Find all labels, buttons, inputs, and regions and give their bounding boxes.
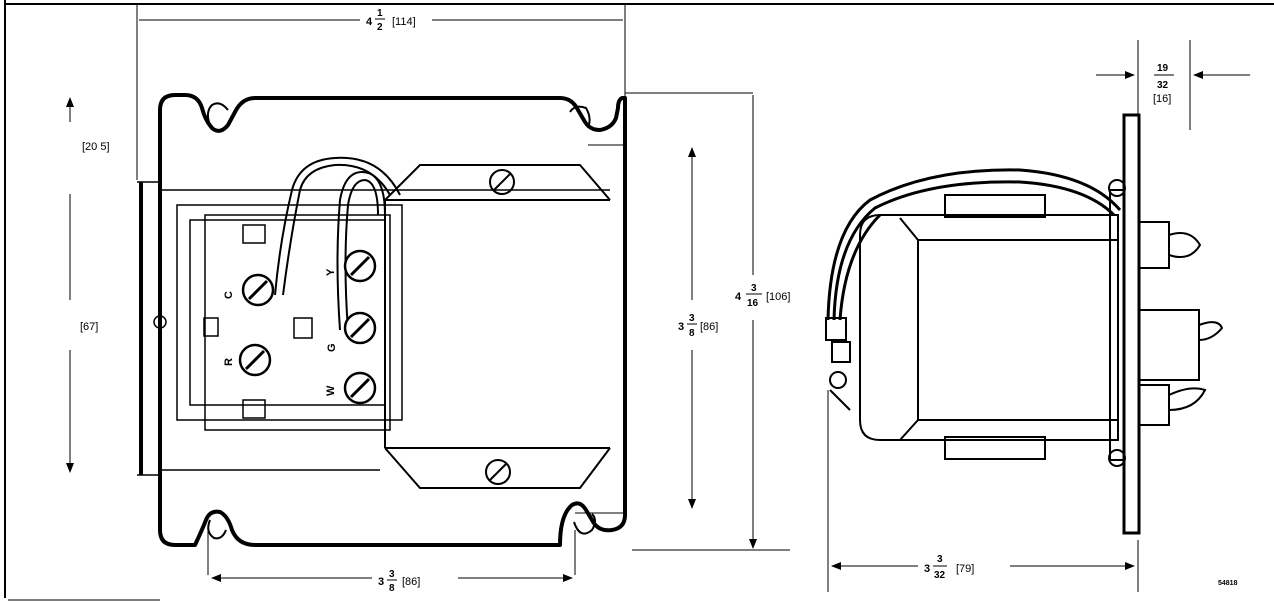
terminal-r-screw — [238, 343, 272, 377]
top-width-whole: 4 — [366, 16, 373, 28]
plate-den: 32 — [1157, 80, 1169, 91]
terminal-c-screw — [241, 273, 275, 307]
top-width-den: 2 — [377, 22, 383, 33]
terminal-label-g: G — [326, 343, 338, 352]
terminal-panel — [153, 214, 391, 431]
terminal-label-c: C — [223, 291, 235, 299]
side-mounting-plate — [1122, 113, 1141, 535]
depth-metric: [79] — [956, 563, 974, 575]
corner-slots — [206, 102, 596, 540]
side-transformer-body — [859, 179, 1126, 467]
top-width-metric: [114] — [392, 16, 416, 28]
terminal-w-screw — [343, 371, 377, 405]
overall-height-whole: 4 — [735, 291, 742, 303]
drawing-border — [4, 0, 1274, 601]
overall-height-num: 3 — [751, 283, 757, 294]
lead-wires — [274, 156, 401, 331]
front-view: 4 1 2 [114] [20 5] [67] — [66, 4, 790, 594]
figure-number: 54818 — [1218, 580, 1238, 587]
inner-height-whole: 3 — [678, 321, 684, 333]
bottom-width-metric: [86] — [402, 576, 420, 588]
terminal-label-w: W — [325, 385, 337, 396]
coil-stack — [825, 317, 851, 411]
bottom-width-num: 3 — [389, 569, 395, 580]
plate-metric: [16] — [1153, 93, 1171, 105]
transformer-body — [384, 164, 611, 489]
side-leads-out — [1138, 221, 1224, 426]
depth-whole: 3 — [924, 563, 930, 575]
overall-height-den: 16 — [747, 298, 759, 309]
inner-height-den: 8 — [689, 328, 695, 339]
dimension-plate: 19 32 [16] — [1096, 40, 1250, 130]
top-width-num: 1 — [377, 8, 383, 19]
dimension-inner-height: 3 3 8 [86] — [678, 147, 718, 509]
overall-height-metric: [106] — [766, 291, 790, 303]
inner-height-metric: [86] — [700, 321, 718, 333]
terminal-y-screw — [343, 249, 377, 283]
outlet-box-outline — [158, 93, 627, 547]
terminal-label-r: R — [223, 358, 235, 366]
depth-den: 32 — [934, 570, 946, 581]
side-lead-wires — [826, 168, 1122, 321]
side-view: 19 32 [16] — [825, 40, 1250, 592]
plate-num: 19 — [1157, 63, 1169, 74]
bottom-width-whole: 3 — [378, 576, 384, 588]
left-upper-metric: [20 5] — [82, 141, 110, 153]
dimension-left: [20 5] [67] — [66, 97, 110, 473]
terminal-g-screw — [343, 311, 377, 345]
inner-height-num: 3 — [689, 313, 695, 324]
terminal-label-y: Y — [325, 268, 337, 276]
dimension-bottom-width: 3 3 8 [86] — [211, 569, 573, 594]
left-lower-metric: [67] — [80, 321, 98, 333]
dimension-depth: 3 3 32 [79] — [827, 390, 1139, 592]
depth-num: 3 — [937, 554, 943, 565]
dimension-overall-height: 4 3 16 [106] — [625, 92, 790, 551]
terminal-screws — [238, 249, 377, 405]
bottom-width-den: 8 — [389, 583, 395, 594]
dimension-top-width: 4 1 2 [114] — [136, 4, 626, 180]
